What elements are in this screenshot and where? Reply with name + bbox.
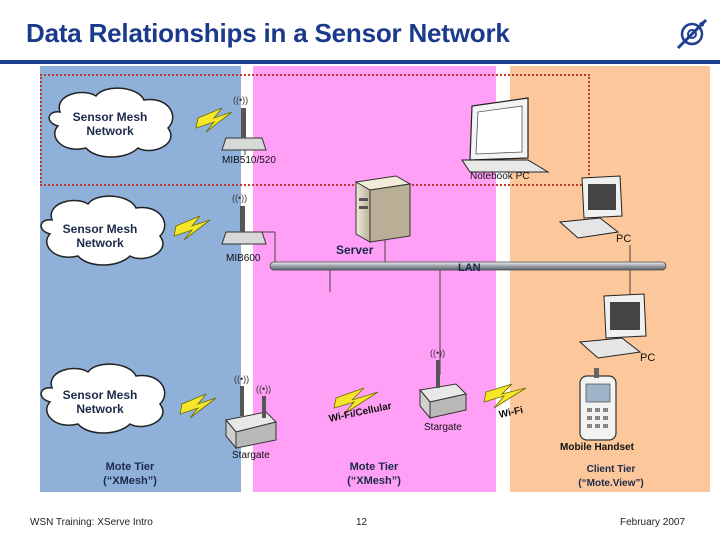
title-rule xyxy=(0,60,720,64)
cloud-label-middle-line2: Network xyxy=(76,236,124,250)
pc-bottom-label: PC xyxy=(640,352,656,364)
svg-text:((•)): ((•)) xyxy=(233,95,248,105)
cloud-label-bottom-line1: Sensor Mesh xyxy=(62,388,138,402)
bolt-wifi-icon xyxy=(483,383,527,409)
bolt-top-icon xyxy=(195,107,233,133)
connector-lines xyxy=(244,148,631,375)
bolt-cellular-icon xyxy=(333,387,379,415)
tier-middle-sub: (“XMesh”) xyxy=(347,475,401,487)
tier-label-client: Client Tier (“Mote.View”) xyxy=(556,463,666,491)
server-icon xyxy=(354,175,412,243)
cloud-label-top: Sensor Mesh Network xyxy=(68,110,152,138)
svg-text:((•)): ((•)) xyxy=(430,348,445,358)
footer-course-title: WSN Training: XServe Intro xyxy=(30,517,153,528)
server-label: Server xyxy=(336,243,374,257)
cloud-label-top-line1: Sensor Mesh xyxy=(72,110,148,124)
tier-client-name: Client Tier xyxy=(586,464,636,475)
svg-text:((•)): ((•)) xyxy=(232,193,247,203)
cloud-shape-bottom xyxy=(40,363,166,434)
cloud-label-middle: Sensor Mesh Network xyxy=(58,222,142,250)
notebook-pc-label: Notebook PC xyxy=(470,171,530,182)
mib600-board-icon: ((•)) xyxy=(221,193,267,245)
tier-label-middle: Mote Tier (“XMesh”) xyxy=(324,460,424,488)
mobile-handset-label: Mobile Handset xyxy=(560,442,634,453)
tier-left-name: Mote Tier xyxy=(105,461,155,473)
stargate-middle-icon: ((•)) xyxy=(419,348,467,420)
lan-label: LAN xyxy=(458,262,481,274)
cloud-label-top-line2: Network xyxy=(86,124,134,138)
stargate-middle-label: Stargate xyxy=(424,422,462,433)
lightning-bolts xyxy=(173,107,527,419)
svg-text:((•)): ((•)) xyxy=(256,384,271,394)
stargate-left-label: Stargate xyxy=(232,450,270,461)
pc-top-label: PC xyxy=(616,233,632,245)
mib510-board-icon: ((•)) xyxy=(221,95,267,151)
cloud-label-middle-line1: Sensor Mesh xyxy=(62,222,138,236)
notebook-pc-icon xyxy=(461,97,550,173)
compass-logo-icon xyxy=(676,18,708,50)
pc-bottom-icon xyxy=(578,293,647,359)
mote-tier-middle-column xyxy=(253,66,496,492)
tier-label-left: Mote Tier (“XMesh”) xyxy=(80,460,180,488)
cloud-label-bottom-line2: Network xyxy=(76,402,124,416)
mib600-label: MIB600 xyxy=(226,253,261,264)
cloud-shape-middle xyxy=(40,195,166,266)
cloud-label-bottom: Sensor Mesh Network xyxy=(58,388,142,416)
usb-connection-highlight xyxy=(40,74,590,186)
tier-left-sub: (“XMesh”) xyxy=(103,475,157,487)
footer-page-number: 12 xyxy=(356,517,368,528)
tier-middle-name: Mote Tier xyxy=(349,461,399,473)
mib510-label: MIB510/520 xyxy=(222,155,276,166)
bolt-bottom-icon xyxy=(179,393,217,419)
mobile-handset-icon xyxy=(579,368,617,441)
slide-title: Data Relationships in a Sensor Network xyxy=(26,18,510,48)
stargate-left-icon: ((•)) ((•)) xyxy=(225,374,277,450)
lan-bar xyxy=(269,261,667,271)
bolt-middle-icon xyxy=(173,215,211,241)
tier-client-sub: (“Mote.View”) xyxy=(578,478,644,489)
svg-text:((•)): ((•)) xyxy=(234,374,249,384)
footer-date: February 2007 xyxy=(620,517,686,528)
pc-top-icon xyxy=(558,175,623,239)
cloud-shape-top xyxy=(48,87,174,158)
